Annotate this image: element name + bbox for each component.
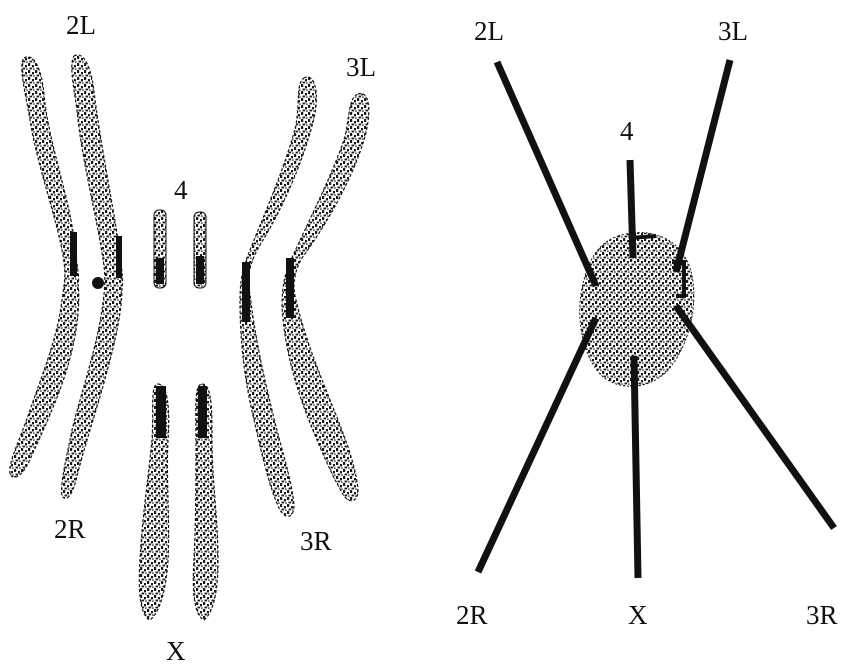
chromocenter-schematic: 2L 3L 4 2R X 3R — [456, 16, 838, 630]
arm-2l — [497, 62, 596, 286]
chromosome-3-heterochromatin-block — [286, 258, 294, 318]
chromosome-2-centromere — [92, 277, 104, 289]
arm-3r — [676, 306, 834, 528]
chromosome-3 — [240, 77, 369, 516]
arm-3l — [676, 60, 730, 272]
label-right-4: 4 — [620, 116, 634, 146]
chromosome-4-heterochromatin — [196, 256, 204, 284]
karyotype-panel: 2L 3L 4 2R 3R X — [10, 10, 376, 666]
label-left-x: X — [166, 636, 186, 666]
chromosome-4-heterochromatin — [156, 258, 164, 284]
label-right-3r: 3R — [806, 600, 838, 630]
arm-x — [634, 356, 638, 578]
label-left-2l: 2L — [66, 10, 96, 40]
junction-bracket — [630, 236, 656, 238]
arm-4 — [630, 160, 633, 258]
chromosome-4 — [154, 210, 206, 288]
label-right-3l: 3L — [718, 16, 748, 46]
chromosome-x-heterochromatin — [156, 386, 166, 438]
label-right-2l: 2L — [474, 16, 504, 46]
chromosome-3-heterochromatin-block — [242, 262, 250, 322]
chromosome-2-heterochromatin-block — [70, 232, 77, 276]
chromosome-x — [139, 384, 218, 620]
arm-2r — [478, 318, 596, 572]
chromosome-2-left-chromatid — [10, 57, 79, 477]
label-left-2r: 2R — [54, 514, 86, 544]
chromosome-x-heterochromatin — [198, 386, 207, 438]
label-left-3l: 3L — [346, 52, 376, 82]
label-right-2r: 2R — [456, 600, 488, 630]
chromosome-2 — [10, 55, 123, 498]
label-right-x: X — [628, 600, 648, 630]
chromosome-2-heterochromatin-block — [116, 236, 122, 278]
label-left-3r: 3R — [300, 526, 332, 556]
label-left-4: 4 — [174, 175, 188, 205]
chromosome-3-left-chromatid — [240, 77, 316, 516]
